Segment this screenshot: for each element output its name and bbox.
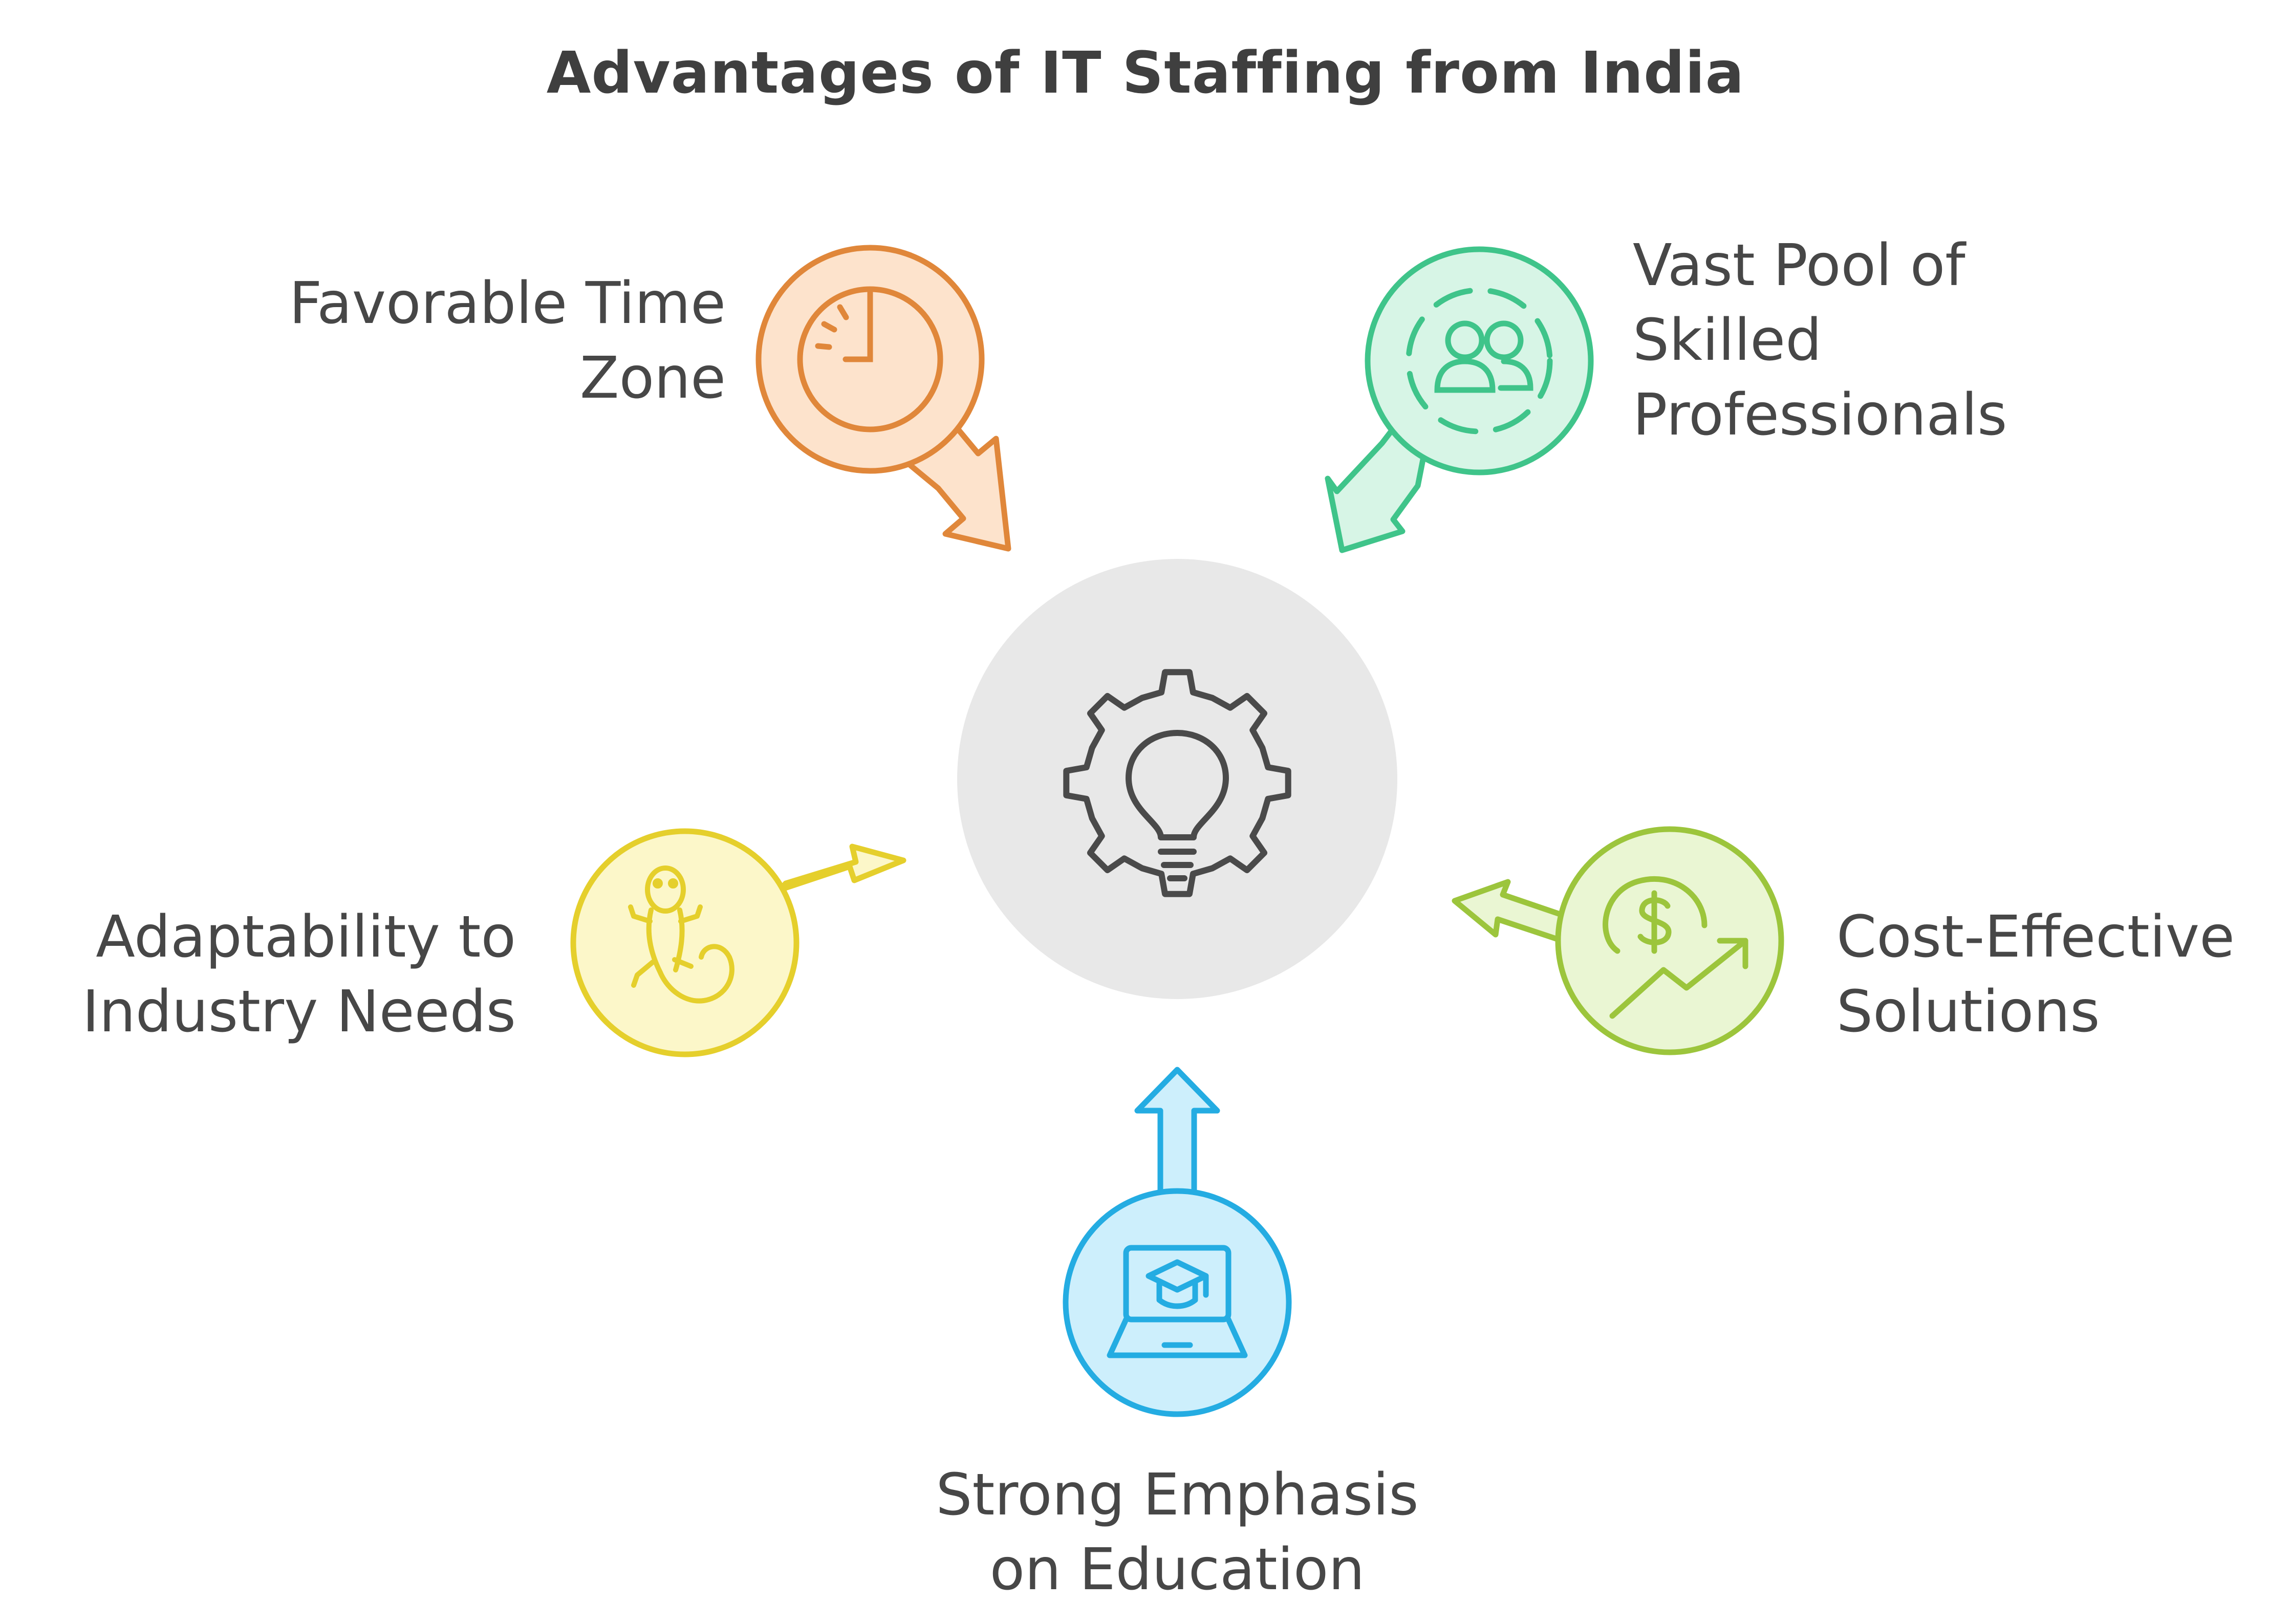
skilled-pool-circle [1365,246,1594,475]
time-zone-node [755,245,1011,552]
lizard-icon [628,865,734,1004]
label-skilled-pool: Vast Pool of Skilled Professionals [1633,228,2196,452]
label-time-zone: Favorable Time Zone [154,266,726,416]
label-line: Vast Pool of [1633,232,1965,299]
education-node [1063,1067,1292,1417]
label-line: Strong Emphasis [936,1462,1419,1528]
center-circle [957,559,1397,999]
label-line: Professionals [1633,382,2007,448]
center-hub [957,559,1397,999]
cost-effective-circle [1555,826,1784,1055]
adaptability-arrow [777,843,906,893]
laptop-graduation-icon [1107,1245,1248,1358]
dollar-growth-icon [1603,876,1748,1019]
education-arrow [1134,1067,1220,1201]
label-cost-effective: Cost-Effective Solutions [1836,900,2277,1049]
skilled-pool-arrow [1325,427,1427,553]
adaptability-circle [570,828,799,1057]
label-adaptability: Adaptability to Industry Needs [20,900,516,1049]
education-circle [1063,1188,1292,1417]
label-line: Skilled [1633,307,1822,374]
label-line: Solutions [1836,979,2100,1045]
skilled-pool-node [1325,246,1594,553]
clock-icon [797,286,943,432]
adaptability-node [570,828,906,1057]
gear-lightbulb-icon [1063,669,1291,897]
label-line: Adaptability to [96,904,516,970]
cost-effective-arrow [1452,879,1573,945]
label-line: Industry Needs [82,979,516,1045]
label-education: Strong Emphasis on Education [870,1458,1484,1607]
label-line: Zone [579,345,726,412]
diagram-title: Advantages of IT Staffing from India [546,40,1745,106]
label-line: on Education [989,1536,1365,1603]
label-line: Favorable Time [289,270,726,337]
label-line: Cost-Effective [1836,904,2235,970]
people-icon [1406,287,1553,435]
cost-effective-node [1452,826,1784,1055]
